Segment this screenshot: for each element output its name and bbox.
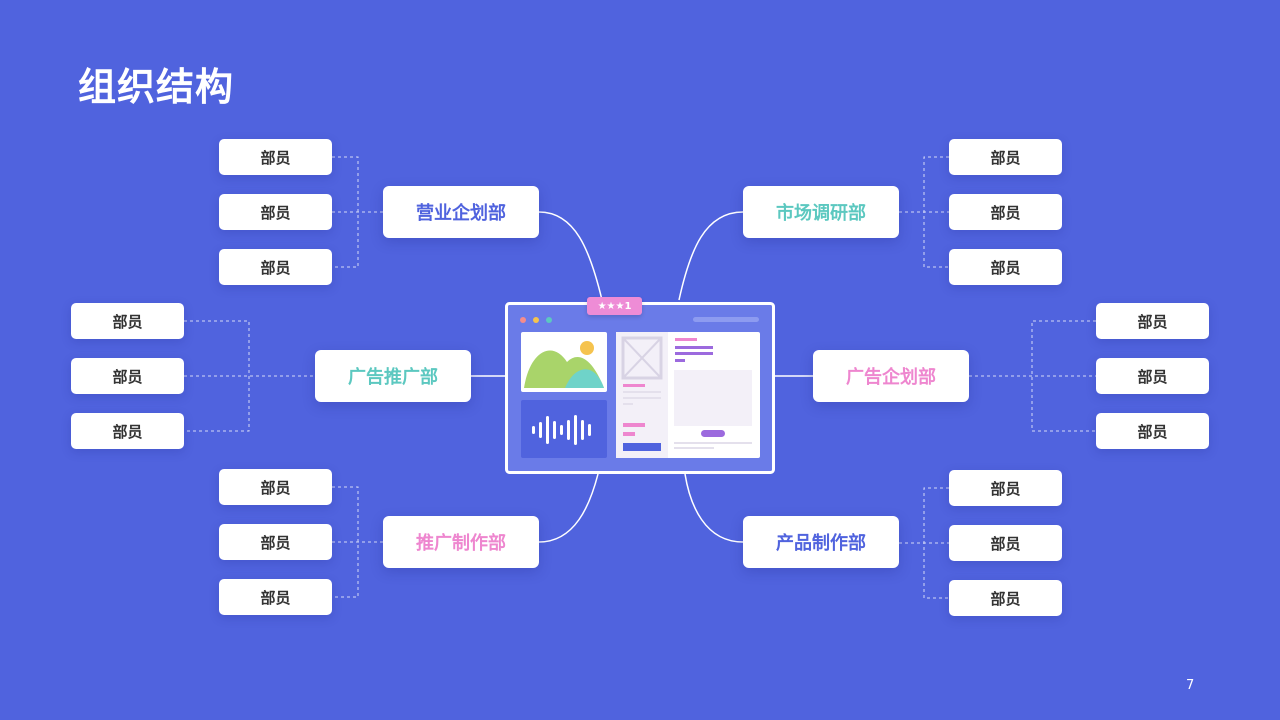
connector-dept-4	[538, 473, 599, 543]
bracket-dept-0	[332, 156, 383, 268]
bracket-dept-1	[899, 156, 949, 268]
member-node[interactable]: 部员	[949, 525, 1062, 561]
member-node[interactable]: 部员	[1096, 303, 1209, 339]
member-node[interactable]: 部员	[219, 139, 332, 175]
member-node[interactable]: 部员	[219, 524, 332, 560]
member-node[interactable]: 部员	[71, 303, 184, 339]
member-node[interactable]: 部员	[949, 470, 1062, 506]
bracket-dept-2	[184, 320, 315, 432]
bracket-dept-3	[969, 320, 1096, 432]
page-number: 7	[1186, 678, 1195, 693]
member-node[interactable]: 部员	[949, 249, 1062, 285]
member-node[interactable]: 部员	[949, 194, 1062, 230]
member-node[interactable]: 部员	[949, 580, 1062, 616]
dept-node[interactable]: 市场调研部	[743, 186, 899, 238]
dept-node[interactable]: 广告推广部	[315, 350, 471, 402]
member-node[interactable]: 部员	[1096, 358, 1209, 394]
connector-dept-0	[538, 211, 603, 301]
connector-dept-5	[684, 473, 744, 543]
member-node[interactable]: 部员	[219, 249, 332, 285]
member-node[interactable]: 部员	[1096, 413, 1209, 449]
member-node[interactable]: 部员	[71, 358, 184, 394]
browser-illustration	[505, 302, 775, 474]
member-node[interactable]: 部员	[949, 139, 1062, 175]
member-node[interactable]: 部员	[219, 469, 332, 505]
bracket-dept-4	[332, 486, 383, 598]
dept-node[interactable]: 营业企划部	[383, 186, 539, 238]
page-title: 组织结构	[78, 65, 235, 109]
bracket-dept-5	[899, 487, 949, 599]
member-node[interactable]: 部员	[71, 413, 184, 449]
rating-badge: ★★★1	[587, 297, 642, 315]
dept-node[interactable]: 广告企划部	[813, 350, 969, 402]
member-node[interactable]: 部员	[219, 194, 332, 230]
dept-node[interactable]: 推广制作部	[383, 516, 539, 568]
dept-node[interactable]: 产品制作部	[743, 516, 899, 568]
member-node[interactable]: 部员	[219, 579, 332, 615]
connector-dept-1	[678, 211, 744, 301]
